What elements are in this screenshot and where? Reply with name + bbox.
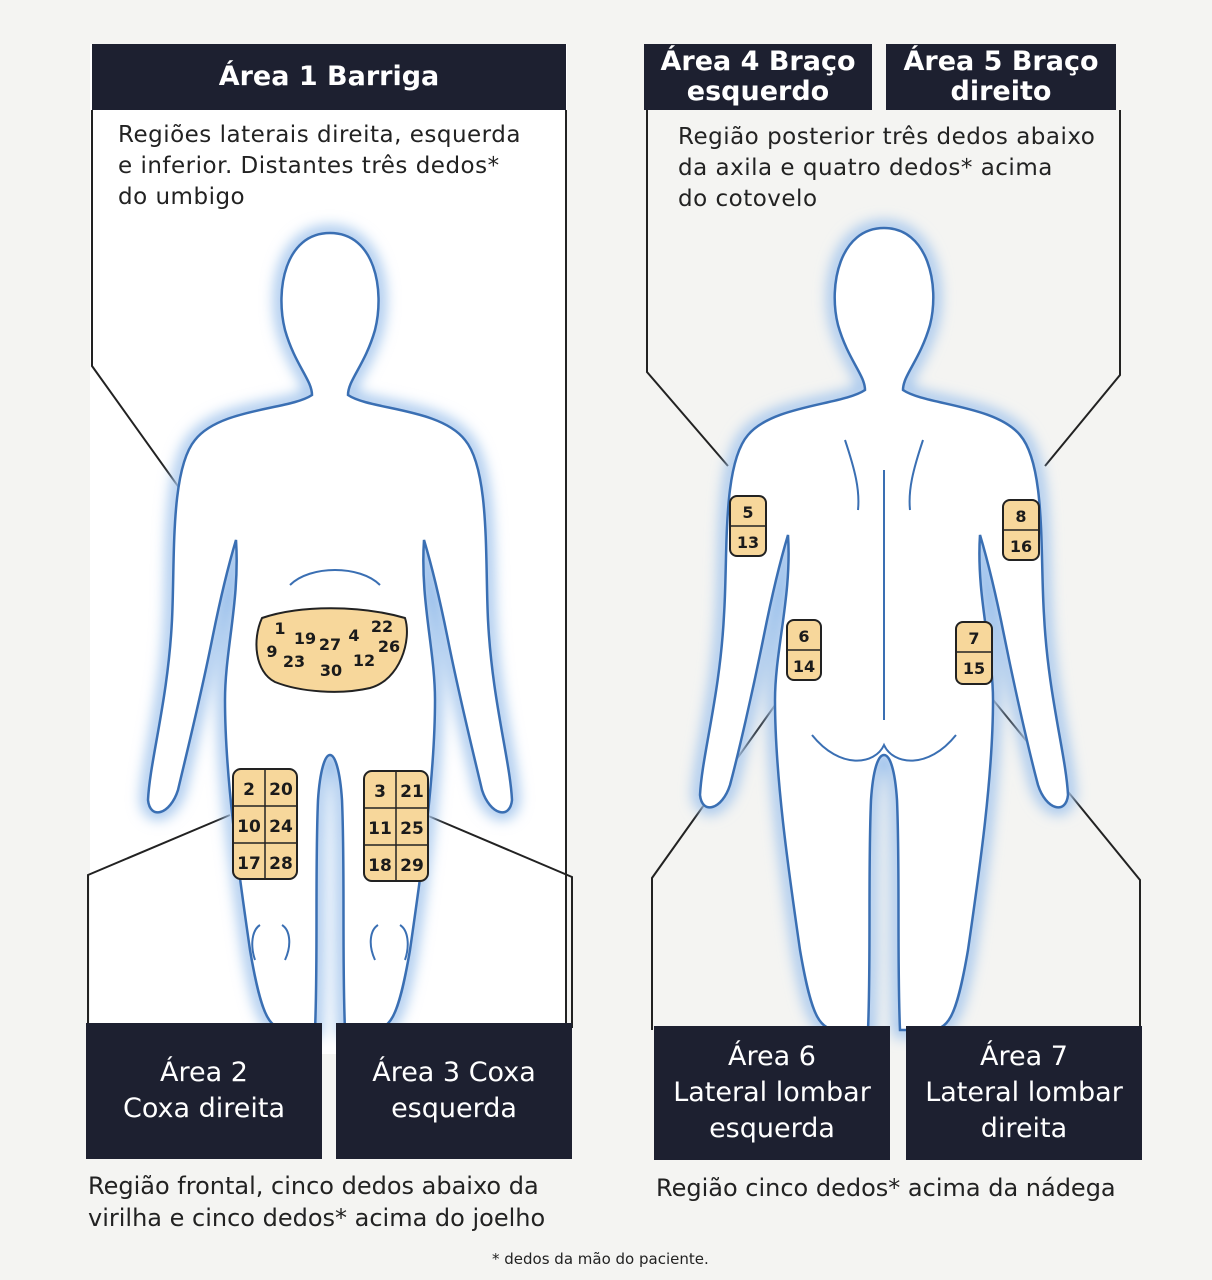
- area5-title-line2: direito: [950, 76, 1052, 107]
- injection-site-14: 14: [793, 657, 815, 676]
- footnote: * dedos da mão do paciente.: [492, 1250, 709, 1268]
- injection-site-18: 18: [368, 856, 392, 876]
- injection-site-19: 19: [294, 629, 316, 648]
- area2-label: Área 2 Coxa direita: [86, 1023, 322, 1159]
- area7-line2: Lateral lombar: [925, 1077, 1123, 1108]
- area3-line2: esquerda: [391, 1093, 517, 1124]
- area1-description-line: e inferior. Distantes três dedos*: [118, 153, 500, 179]
- injection-site-26: 26: [378, 637, 400, 656]
- area4-title: Área 4 Braço esquerdo: [644, 44, 872, 110]
- injection-site-20: 20: [269, 780, 293, 800]
- injection-site-3: 3: [374, 782, 386, 802]
- area7-line1: Área 7: [980, 1041, 1068, 1072]
- area6-line1: Área 6: [728, 1041, 816, 1072]
- injection-site-6: 6: [798, 627, 809, 646]
- area7-label: Área 7 Lateral lombar direita: [906, 1026, 1142, 1160]
- injection-site-30: 30: [320, 661, 342, 680]
- area7-line3: direita: [980, 1113, 1068, 1144]
- injection-site-17: 17: [237, 854, 261, 874]
- thigh-description: Região frontal, cinco dedos abaixo da vi…: [88, 1170, 588, 1234]
- injection-site-12: 12: [353, 651, 375, 670]
- lumbar-right-sites: [955, 621, 993, 685]
- area2-line1: Área 2: [160, 1057, 248, 1088]
- area5-title-line1: Área 5 Braço: [903, 46, 1099, 77]
- injection-site-11: 11: [368, 819, 392, 839]
- injection-site-25: 25: [400, 819, 424, 839]
- lumbar-description: Região cinco dedos* acima da nádega: [656, 1174, 1116, 1202]
- arms-description-line: da axila e quatro dedos* acima: [678, 155, 1053, 181]
- area4-title-line1: Área 4 Braço: [660, 46, 856, 77]
- arms-description: Região posterior três dedos abaixo da ax…: [678, 122, 1118, 215]
- injection-site-8: 8: [1015, 507, 1026, 526]
- area3-line1: Área 3 Coxa: [372, 1057, 536, 1088]
- injection-site-16: 16: [1010, 537, 1032, 556]
- area5-title: Área 5 Braço direito: [886, 44, 1116, 110]
- thigh-description-line: virilha e cinco dedos* acima do joelho: [88, 1204, 546, 1232]
- injection-site-27: 27: [319, 635, 341, 654]
- injection-site-9: 9: [266, 642, 277, 661]
- injection-site-22: 22: [371, 617, 393, 636]
- area6-line3: esquerda: [709, 1113, 835, 1144]
- injection-site-7: 7: [968, 629, 979, 648]
- area1-description-line: do umbigo: [118, 184, 246, 210]
- injection-site-5: 5: [742, 503, 753, 522]
- arm-left-sites: [729, 495, 767, 557]
- area3-label: Área 3 Coxa esquerda: [336, 1023, 572, 1159]
- injection-site-13: 13: [737, 533, 759, 552]
- arm-lumbar-site-numbers: 5 13 8 16 6 14 7 15: [737, 503, 1032, 678]
- belly-sites: [255, 607, 408, 693]
- injection-site-24: 24: [269, 817, 293, 837]
- arms-description-line: do cotovelo: [678, 186, 818, 212]
- area2-line2: Coxa direita: [122, 1093, 286, 1124]
- area6-line2: Lateral lombar: [673, 1077, 871, 1108]
- thigh-right-sites: [232, 768, 298, 880]
- injection-site-29: 29: [400, 856, 424, 876]
- arm-right-sites: [1002, 499, 1040, 561]
- area1-description-line: Regiões laterais direita, esquerda: [118, 122, 521, 148]
- injection-site-10: 10: [237, 817, 261, 837]
- thigh-left-sites: [363, 770, 429, 882]
- back-body-figure: [692, 220, 1076, 1037]
- area1-title: Área 1 Barriga: [92, 44, 566, 110]
- injection-site-1: 1: [274, 619, 285, 638]
- injection-site-4: 4: [348, 626, 359, 645]
- injection-site-21: 21: [400, 782, 424, 802]
- thigh-description-line: Região frontal, cinco dedos abaixo da: [88, 1172, 539, 1200]
- injection-site-28: 28: [269, 854, 293, 874]
- area1-description: Regiões laterais direita, esquerda e inf…: [118, 120, 558, 213]
- injection-site-23: 23: [283, 652, 305, 671]
- injection-site-15: 15: [963, 659, 985, 678]
- area6-label: Área 6 Lateral lombar esquerda: [654, 1026, 890, 1160]
- area4-title-line2: esquerdo: [686, 76, 830, 107]
- injection-site-2: 2: [243, 780, 255, 800]
- thigh-right-site-numbers: 2 20 10 24 17 28: [237, 780, 293, 874]
- lumbar-left-sites: [786, 619, 822, 681]
- arms-description-line: Região posterior três dedos abaixo: [678, 124, 1096, 150]
- area1-title-text: Área 1 Barriga: [218, 61, 440, 92]
- thigh-left-site-numbers: 3 21 11 25 18 29: [368, 782, 424, 876]
